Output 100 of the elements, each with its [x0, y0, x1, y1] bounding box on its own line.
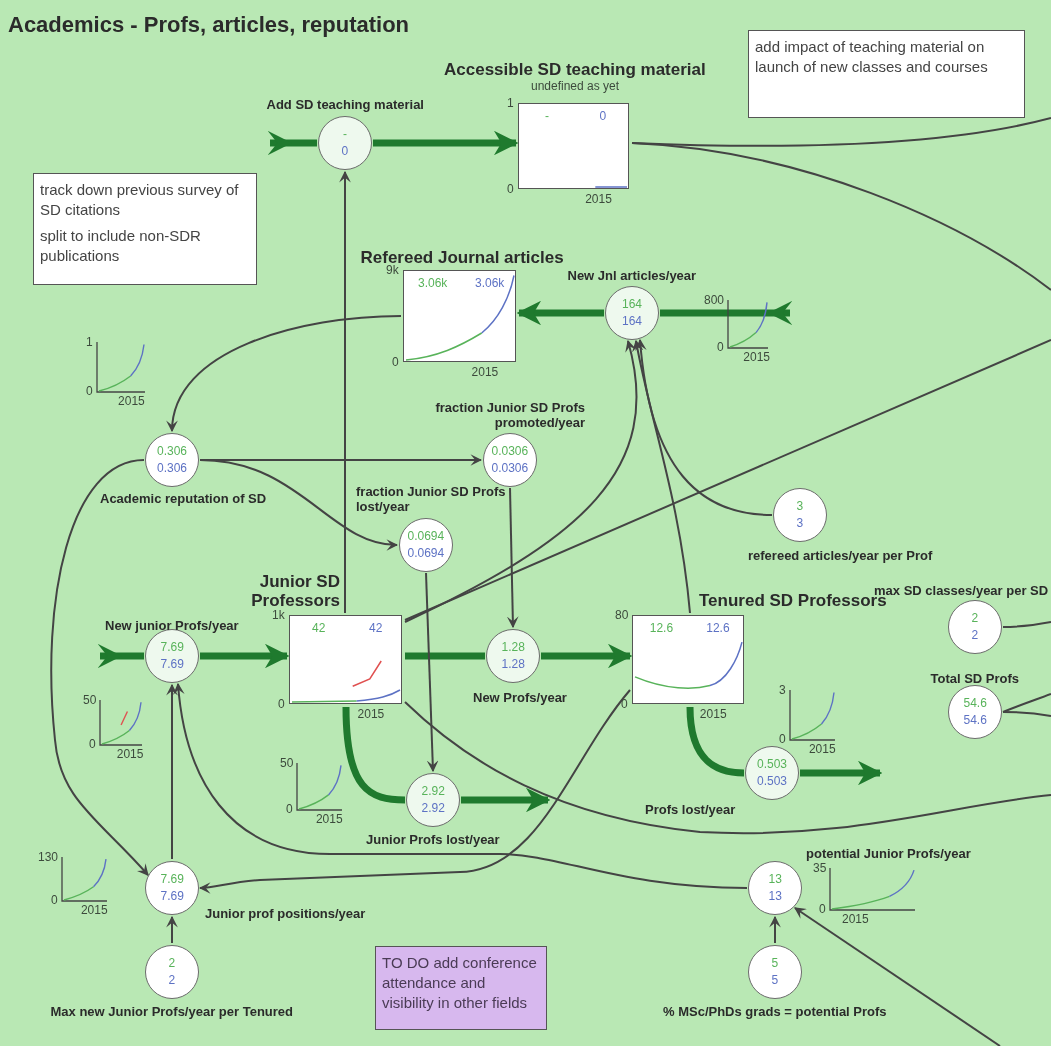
variable-label: % MSc/PhDs grads = potential Profs: [663, 1004, 887, 1019]
axis-tick-label: 1k: [272, 609, 285, 622]
note-text: split to include non-SDR publications: [40, 226, 202, 266]
flow-arrow: [267, 130, 317, 156]
connector-arrow: [173, 682, 748, 889]
axis-tick-label: 2015: [80, 904, 108, 917]
flow-arrow: [800, 760, 883, 786]
connector-arrow: [632, 339, 691, 614]
flow-arrow: [541, 643, 633, 669]
connector-line: [631, 142, 1051, 291]
connector-arrow: [339, 170, 351, 614]
stock-label: Accessible SD teaching material: [444, 60, 706, 79]
value-text: 13: [768, 872, 782, 886]
value-text: 7.69: [160, 889, 184, 903]
connector-line: [1002, 621, 1051, 628]
status-text: undefined as yet: [531, 80, 620, 93]
axis-tick-label: 2015: [357, 708, 385, 721]
value-text: 2: [168, 956, 176, 970]
connector-arrow: [425, 572, 439, 773]
axis-tick-label: 2015: [471, 366, 499, 379]
variable-label: Total SD Profs: [930, 671, 1020, 686]
connector-line: [1002, 693, 1051, 713]
value-text: 5: [771, 973, 779, 987]
axis-tick-label: 3: [779, 684, 786, 697]
axis-tick-label: 0: [51, 894, 58, 907]
axis-tick-label: 0: [278, 698, 285, 711]
note-text: TO DO add conference attendance and visibility in other fields: [382, 953, 538, 1013]
axis-tick-label: 2015: [808, 743, 836, 756]
value-text: 13: [768, 889, 782, 903]
variable-label: Profs lost/year: [645, 802, 736, 817]
connector-arrow: [506, 487, 519, 629]
axis-tick-label: 2015: [116, 748, 144, 761]
axis-tick-label: 1: [86, 336, 93, 349]
connector-arrow: [769, 915, 781, 944]
axis-tick-label: 80: [615, 609, 629, 622]
value-text: -: [545, 109, 549, 123]
axis-tick-label: 0: [779, 733, 786, 746]
axis-tick-label: 0: [507, 183, 514, 196]
axis-tick-label: 2015: [585, 193, 612, 206]
variable-label: New junior Profs/year: [105, 618, 239, 633]
flow-arrow: [373, 130, 519, 156]
note-text: track down previous survey of SD citations: [40, 180, 240, 220]
value-text: 0.0694: [407, 529, 445, 543]
axis-tick-label: 0: [392, 356, 399, 369]
value-text: 7.69: [160, 640, 184, 654]
axis-tick-label: 0: [819, 903, 826, 916]
axis-tick-label: 800: [704, 294, 725, 307]
connector-arrow: [404, 339, 638, 623]
variable-label: Junior Profs lost/year: [366, 832, 500, 847]
flow-arrow: [97, 643, 144, 669]
value-text: 42: [312, 621, 326, 635]
connector-arrow: [166, 915, 178, 944]
axis-tick-label: 2015: [315, 813, 343, 826]
diagram-title: Academics - Profs, articles, reputation: [8, 12, 410, 38]
flow-arrow: [516, 300, 604, 326]
value-text: 0.306: [157, 444, 188, 458]
axis-tick-label: 2015: [743, 351, 770, 364]
value-text: 54.6: [963, 713, 987, 727]
flow-arrow: [660, 300, 793, 326]
connector-line: [404, 339, 1051, 621]
axis-tick-label: 0: [717, 341, 724, 354]
connector-arrow: [199, 459, 399, 550]
variable-label: max SD classes/year per SD: [874, 583, 1049, 598]
variable-label: Junior prof positions/year: [205, 906, 366, 921]
axis-tick-label: 50: [280, 757, 294, 770]
value-text: 0.0694: [407, 546, 445, 560]
axis-tick-label: 0: [286, 803, 293, 816]
variable-label: refereed articles/year per Prof: [748, 548, 933, 563]
value-text: 2: [971, 611, 979, 625]
axis-tick-label: 0: [86, 385, 93, 398]
value-text: 1.28: [501, 657, 525, 671]
axis-tick-label: 130: [38, 851, 59, 864]
variable-label: New Jnl articles/year: [567, 268, 697, 283]
variable-label: New Profs/year: [473, 690, 567, 705]
value-text: 12.6: [649, 621, 674, 635]
connector-arrow: [794, 907, 1001, 1046]
value-text: 1.28: [501, 640, 525, 654]
value-text: 7.69: [160, 657, 184, 671]
variable-label: fraction Junior SD Profs lost/year: [356, 484, 507, 514]
value-text: 3: [796, 516, 804, 530]
value-text: 3.06k: [475, 276, 505, 290]
flow-arrow: [200, 643, 290, 669]
value-text: 0: [599, 109, 607, 123]
value-text: 2.92: [421, 801, 445, 815]
axis-tick-label: 50: [83, 694, 97, 707]
value-text: 12.6: [706, 621, 730, 635]
value-text: 0: [341, 144, 349, 158]
value-text: 5: [771, 956, 779, 970]
note-text: add impact of teaching material on launch of new classes and courses: [755, 37, 989, 77]
value-text: 42: [369, 621, 383, 635]
value-text: 0.503: [757, 774, 788, 788]
variable-label: Max new Junior Profs/year per Tenured: [50, 1004, 293, 1019]
axis-tick-label: 35: [813, 862, 827, 875]
connector-line: [1002, 711, 1051, 717]
value-text: 0.0306: [491, 444, 529, 458]
value-text: 2: [971, 628, 979, 642]
value-text: 2: [168, 973, 176, 987]
connector-line: [404, 701, 1051, 835]
value-text: 3.06k: [418, 276, 448, 290]
axis-tick-label: 0: [621, 698, 628, 711]
